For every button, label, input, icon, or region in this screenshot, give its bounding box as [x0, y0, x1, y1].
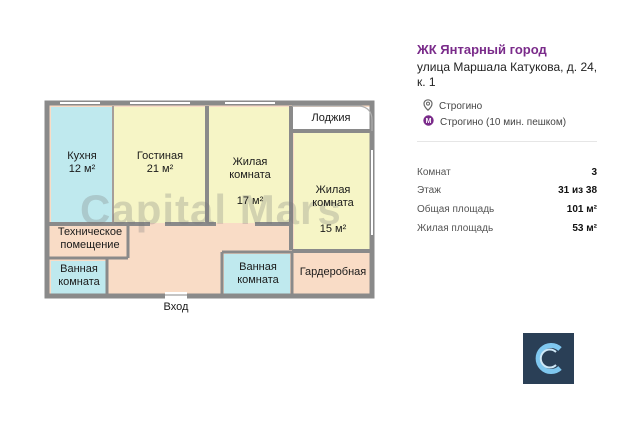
param-label: Этаж	[417, 185, 441, 196]
capital-mars-logo	[523, 333, 574, 384]
param-value: 3	[591, 167, 597, 178]
bedroom2-room	[294, 132, 370, 250]
complex-address: улица Маршала Катукова, д. 24, к. 1	[417, 60, 598, 89]
living-area: 21 м²	[146, 163, 174, 175]
param-label: Жилая площадь	[417, 223, 494, 234]
bedroom1-room	[209, 107, 289, 223]
floor-plan: Capital Mars Кухня 12 м² Гостиная 21 м² …	[44, 100, 375, 313]
divider	[417, 141, 597, 142]
metro-name: Строгино (10 мин. пешком)	[440, 116, 567, 128]
technical-room	[51, 226, 127, 256]
param-total-area: Общая площадь 101 м²	[417, 204, 597, 215]
bath1-room	[51, 261, 106, 294]
kitchen-label: Кухня 12 м²	[58, 150, 106, 176]
wardrobe-label: Гардеробная	[299, 266, 367, 278]
metro-icon: М	[423, 115, 434, 129]
kitchen-name: Кухня	[67, 150, 97, 162]
param-label: Комнат	[417, 167, 451, 178]
param-value: 53 м²	[572, 223, 597, 234]
location-pin-icon	[423, 99, 433, 114]
bedroom1-label: Жилая комната 17 м²	[215, 143, 285, 221]
walls	[44, 100, 375, 299]
param-living-area: Жилая площадь 53 м²	[417, 223, 597, 234]
living-name: Гостиная	[136, 150, 184, 162]
bath1-label: Ванная комната	[58, 263, 100, 288]
bath2-label: Ванная комната	[237, 261, 279, 286]
metro-row: М Строгино (10 мин. пешком)	[423, 115, 566, 129]
param-label: Общая площадь	[417, 204, 495, 215]
param-value: 101 м²	[566, 204, 597, 215]
bedroom2-name: Жилая комната	[312, 184, 354, 209]
watermark-text: Capital Mars	[80, 186, 342, 233]
bedroom1-area: 17 м²	[236, 195, 264, 207]
district-row: Строгино	[423, 99, 482, 114]
floor-plan-svg	[44, 100, 375, 300]
technical-label: Техническое помещение	[57, 226, 123, 251]
bedroom1-name: Жилая комната	[229, 156, 271, 181]
wardrobe-room	[294, 254, 370, 294]
living-room	[114, 107, 206, 223]
bath2-room	[224, 254, 290, 294]
param-rooms: Комнат 3	[417, 167, 597, 178]
entrance-door	[165, 292, 187, 300]
window-marks	[60, 102, 373, 235]
param-value: 31 из 38	[558, 185, 597, 196]
loggia-room	[292, 107, 370, 130]
loggia-label: Лоджия	[311, 112, 351, 124]
bedroom2-area: 15 м²	[319, 223, 347, 235]
svg-text:М: М	[426, 118, 432, 125]
entrance-label: Вход	[163, 301, 189, 313]
living-label: Гостиная 21 м²	[128, 150, 192, 176]
complex-title[interactable]: ЖК Янтарный город	[417, 42, 547, 57]
param-floor: Этаж 31 из 38	[417, 185, 597, 196]
bedroom2-label: Жилая комната 15 м²	[298, 171, 368, 249]
district-name: Строгино	[439, 101, 483, 112]
kitchen-room	[51, 107, 112, 223]
kitchen-area: 12 м²	[68, 163, 96, 175]
